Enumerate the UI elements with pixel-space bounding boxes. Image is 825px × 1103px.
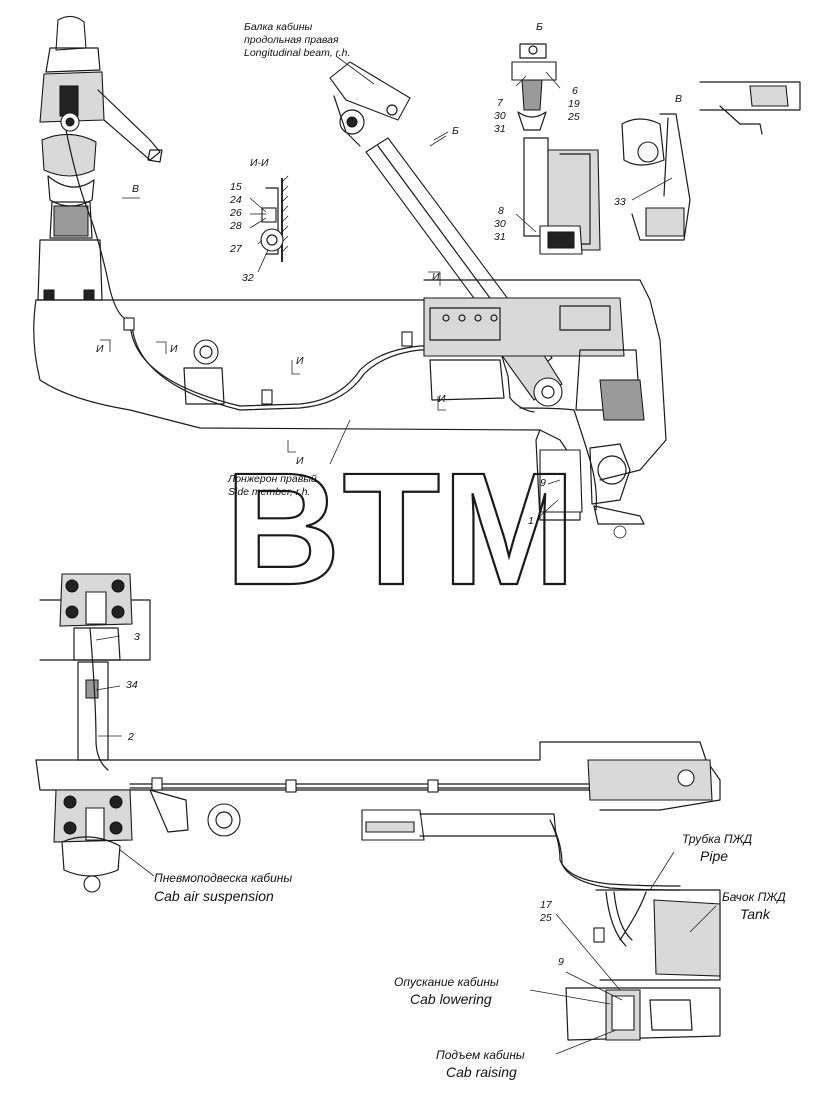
callout-31-b: 31 [494,231,506,243]
hydraulic-tank-assembly [565,889,721,1041]
section-label-i-i: И-И [250,157,269,169]
section-mark-i-1: И [432,271,440,283]
callout-24: 24 [229,194,242,206]
label-beam-ru: Балка кабины [244,21,313,33]
registered-mark-icon [613,525,627,539]
section-i-i-detail [260,175,289,262]
label-tank-en: Tank [740,906,771,922]
callout-34: 34 [126,679,138,691]
label-side-member-ru: Лонжерон правый [227,473,317,485]
callout-2: 2 [127,731,134,743]
section-mark-i-4: И [296,355,304,367]
view-b-arrow-icon [433,131,449,141]
view-b-detail [511,43,601,255]
view-v-detail [621,81,801,241]
section-mark-i-3: И [170,343,178,355]
upper-suspension-strut [37,15,163,321]
label-pipe-en: Pipe [700,848,728,864]
callout-7: 7 [497,97,504,109]
label-raising-en: Cab raising [446,1064,517,1080]
callout-9-a: 9 [540,477,546,489]
callout-25-b: 25 [539,912,552,924]
callout-26: 26 [229,207,242,219]
lower-suspension-strut [39,573,151,771]
callout-31-a: 31 [494,123,506,135]
callout-6: 6 [572,85,578,97]
callout-15: 15 [230,181,242,193]
lower-air-suspension-unit [53,789,133,893]
callout-30-a: 30 [494,110,506,122]
callout-3: 3 [134,631,140,643]
callout-28: 28 [229,220,242,232]
lower-frame-side-member [35,741,721,891]
callout-33: 33 [614,196,626,208]
frame-rear-bracket-assembly [423,279,667,525]
callout-8: 8 [498,205,504,217]
view-mark-b-arrow: Б [452,125,459,137]
section-mark-i-2: И [96,343,104,355]
label-lowering-ru: Опускание кабины [394,975,499,989]
callout-9-b: 9 [558,956,564,968]
label-lowering-en: Cab lowering [410,991,492,1007]
label-beam-en: Longitudinal beam, r.h. [244,47,350,59]
section-mark-i-5: И [438,393,446,405]
view-mark-v-arrow: В [132,183,139,195]
view-mark-v: В [675,93,682,105]
watermark-btm: BTM [225,439,578,618]
upper-frame-side-member [33,299,541,431]
label-tank-ru: Бачок ПЖД [722,890,786,904]
leader-lines [95,55,717,1055]
section-cut-marks [100,271,446,453]
callout-32: 32 [242,272,254,284]
callout-19: 19 [568,98,580,110]
label-suspension-ru: Пневмоподвеска кабины [154,871,292,885]
callout-25-a: 25 [567,111,580,123]
section-mark-i-6: И [296,455,304,467]
callout-1: 1 [528,515,534,527]
callout-30-b: 30 [494,218,506,230]
label-beam-ru2: продольная правая [244,34,339,46]
view-mark-b-top: Б [536,21,543,33]
callout-17: 17 [540,899,553,911]
label-suspension-en: Cab air suspension [154,888,274,904]
label-pipe-ru: Трубка ПЖД [682,832,753,846]
callout-27: 27 [229,243,243,255]
label-side-member-en: Side member, r.h. [228,486,310,498]
label-raising-ru: Подъем кабины [436,1048,525,1062]
